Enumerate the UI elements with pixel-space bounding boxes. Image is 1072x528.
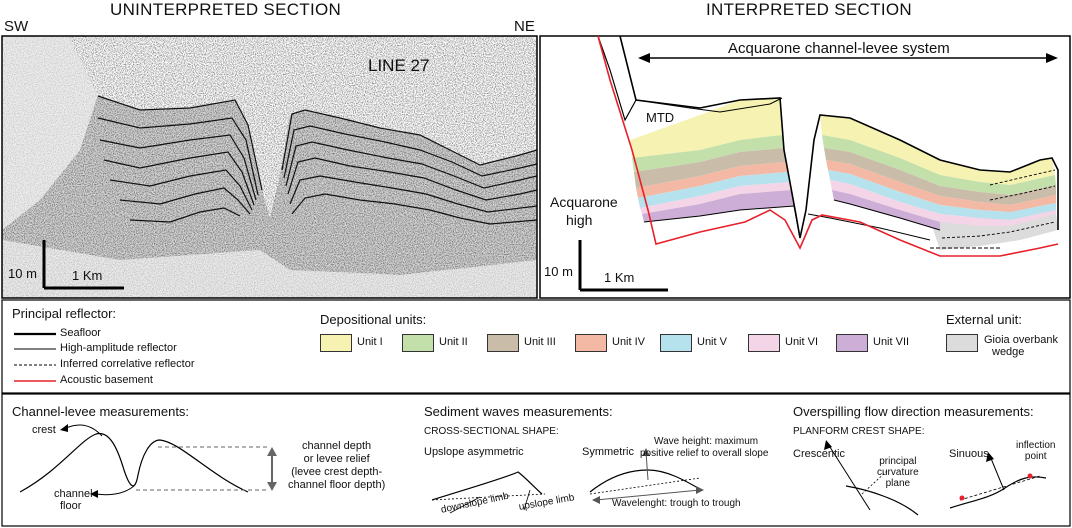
depth-label: channel depth or levee relief (levee cre… bbox=[288, 440, 385, 492]
wavelength-label: Wavelenght: trough to trough bbox=[612, 498, 741, 509]
channel-floor-label-1: channel bbox=[54, 488, 93, 500]
depth-line-1: channel depth bbox=[302, 440, 372, 452]
left-scale-horizontal: 1 Km bbox=[72, 268, 103, 283]
unit-ii-label: Unit II bbox=[439, 336, 468, 348]
gioia-wedge-swatch bbox=[946, 334, 978, 352]
line-label: LINE 27 bbox=[368, 56, 430, 75]
depth-line-2: or levee relief bbox=[303, 453, 370, 465]
gioia-wedge-label-1: Gioia overbank bbox=[984, 334, 1058, 346]
sediment-waves-title: Sediment waves measurements: bbox=[424, 404, 613, 419]
right-panel-title: INTERPRETED SECTION bbox=[706, 0, 912, 19]
unit-i-swatch bbox=[320, 334, 352, 352]
external-legend-title: External unit: bbox=[946, 312, 1022, 327]
depth-line-3: (levee crest depth- bbox=[291, 466, 383, 478]
reflector-high-amplitude: High-amplitude reflector bbox=[60, 342, 177, 354]
unit-i-label: Unit I bbox=[357, 336, 383, 348]
unit-iii-label: Unit III bbox=[524, 336, 556, 348]
depth-line-4: channel floor depth) bbox=[288, 479, 386, 491]
acquarone-high-label-1: Acquarone bbox=[550, 194, 618, 210]
mtd-label: MTD bbox=[646, 110, 675, 125]
units-legend-title: Depositional units: bbox=[320, 312, 427, 327]
channel-levee-system-label: Acquarone channel-levee system bbox=[728, 40, 950, 57]
unit-vi-label: Unit VI bbox=[785, 336, 819, 348]
channel-levee-title: Channel-levee measurements: bbox=[12, 404, 190, 419]
crest-label: crest bbox=[32, 424, 56, 436]
unit-vi-swatch bbox=[748, 334, 780, 352]
left-scale-vertical: 10 m bbox=[8, 266, 37, 281]
sinuous-label: Sinuous bbox=[949, 448, 989, 460]
unit-v-label: Unit V bbox=[697, 336, 727, 348]
curvature-line-3: plane bbox=[885, 478, 911, 489]
unit-ii-swatch bbox=[402, 334, 434, 352]
upslope-asymmetric-label: Upslope asymmetric bbox=[424, 446, 524, 458]
unit-v-swatch bbox=[660, 334, 692, 352]
reflector-acoustic-basement: Acoustic basement bbox=[60, 374, 153, 386]
wave-height-label-1: Wave height: maximum bbox=[654, 436, 759, 447]
curvature-plane-label: principal curvature plane bbox=[877, 456, 919, 489]
reflector-legend-title: Principal reflector: bbox=[12, 306, 117, 321]
unit-vii-label: Unit VII bbox=[873, 336, 910, 348]
unit-i-band-left bbox=[630, 98, 782, 158]
cross-sectional-label: CROSS-SECTIONAL SHAPE: bbox=[424, 426, 559, 437]
unit-iv-swatch bbox=[575, 334, 607, 352]
unit-iv-label: Unit IV bbox=[612, 336, 646, 348]
planform-label: PLANFORM CREST SHAPE: bbox=[793, 426, 925, 437]
acquarone-high-label-2: high bbox=[566, 212, 593, 228]
flow-direction-title: Overspilling flow direction measurements… bbox=[793, 404, 1034, 419]
inflection-line-1: inflection bbox=[1016, 440, 1056, 451]
wave-height-label-2: positive relief to overall slope bbox=[640, 448, 769, 459]
unit-iii-swatch bbox=[487, 334, 519, 352]
sw-direction-label: SW bbox=[4, 18, 29, 35]
crescentic-label: Crescentic bbox=[793, 448, 845, 460]
symmetric-label: Symmetric bbox=[582, 446, 634, 458]
curvature-line-2: curvature bbox=[877, 467, 919, 478]
inflection-point-label: inflection point bbox=[1016, 440, 1055, 462]
inflection-line-2: point bbox=[1024, 451, 1047, 462]
right-scale-horizontal: 1 Km bbox=[604, 270, 635, 285]
unit-vii-swatch bbox=[836, 334, 868, 352]
gioia-wedge-label-2: wedge bbox=[992, 346, 1025, 358]
right-scale-vertical: 10 m bbox=[544, 264, 573, 279]
reflector-inferred: Inferred correlative reflector bbox=[60, 358, 195, 370]
reflector-seafloor: Seafloor bbox=[60, 327, 101, 339]
left-panel-title: UNINTERPRETED SECTION bbox=[110, 0, 342, 19]
ne-direction-label: NE bbox=[514, 18, 535, 35]
channel-floor-label-2: floor bbox=[60, 500, 82, 512]
curvature-line-1: principal bbox=[879, 456, 917, 467]
